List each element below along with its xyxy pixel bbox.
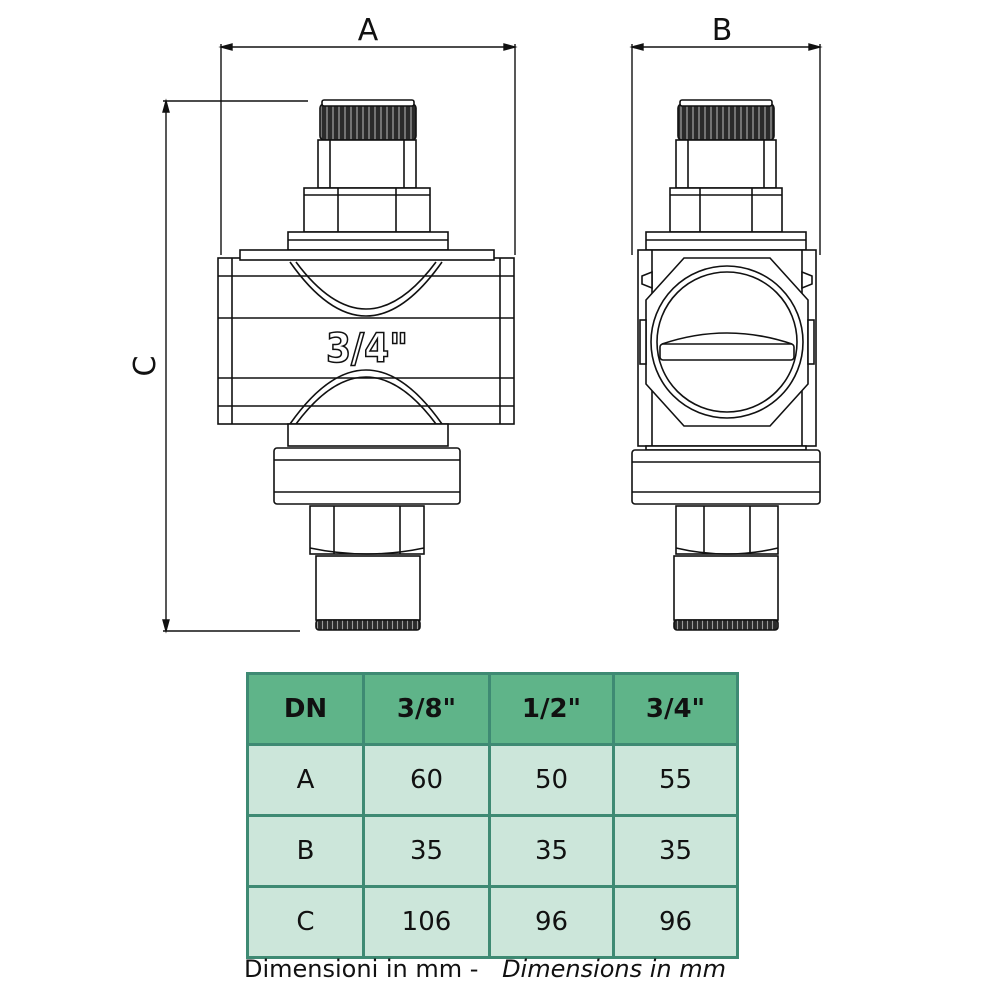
- dimension-b: [629, 43, 823, 255]
- table-cell: 35: [488, 814, 615, 888]
- header-size-3-8: 3/8": [362, 672, 491, 746]
- table-cell: 96: [612, 885, 739, 959]
- dimension-c-label: C: [128, 356, 163, 377]
- table-cell: 35: [362, 814, 491, 888]
- table-row: A 60 50 55: [246, 743, 739, 817]
- caption-english: Dimensions in mm: [502, 955, 727, 983]
- table-cell: 96: [488, 885, 615, 959]
- valve-front-view: [217, 99, 515, 631]
- dimension-a-label: A: [358, 13, 379, 48]
- table-cell: 35: [612, 814, 739, 888]
- row-label: B: [246, 814, 365, 888]
- table-cell: 106: [362, 885, 491, 959]
- header-size-3-4: 3/4": [612, 672, 739, 746]
- table-row: C 106 96 96: [246, 885, 739, 959]
- valve-side-view: [631, 99, 821, 631]
- table-cell: 50: [488, 743, 615, 817]
- dimension-b-label: B: [712, 13, 733, 48]
- header-size-1-2: 1/2": [488, 672, 615, 746]
- header-dn: DN: [246, 672, 365, 746]
- thread-size-marking: 3/4": [326, 326, 408, 372]
- dimension-c: [162, 98, 308, 634]
- table-row: B 35 35 35: [246, 814, 739, 888]
- table-header-row: DN 3/8" 1/2" 3/4": [246, 672, 739, 746]
- dimension-a: [218, 43, 518, 255]
- table-cell: 60: [362, 743, 491, 817]
- dimensions-table: DN 3/8" 1/2" 3/4" A 60 50 55 B 35 35 35 …: [246, 672, 739, 959]
- table-cell: 55: [612, 743, 739, 817]
- dimensions-table-wrapper: DN 3/8" 1/2" 3/4" A 60 50 55 B 35 35 35 …: [246, 672, 739, 959]
- technical-drawing: A B C: [128, 13, 823, 634]
- units-caption: Dimensioni in mm - Dimensions in mm: [244, 955, 726, 983]
- row-label: A: [246, 743, 365, 817]
- caption-italian: Dimensioni in mm -: [244, 955, 479, 983]
- row-label: C: [246, 885, 365, 959]
